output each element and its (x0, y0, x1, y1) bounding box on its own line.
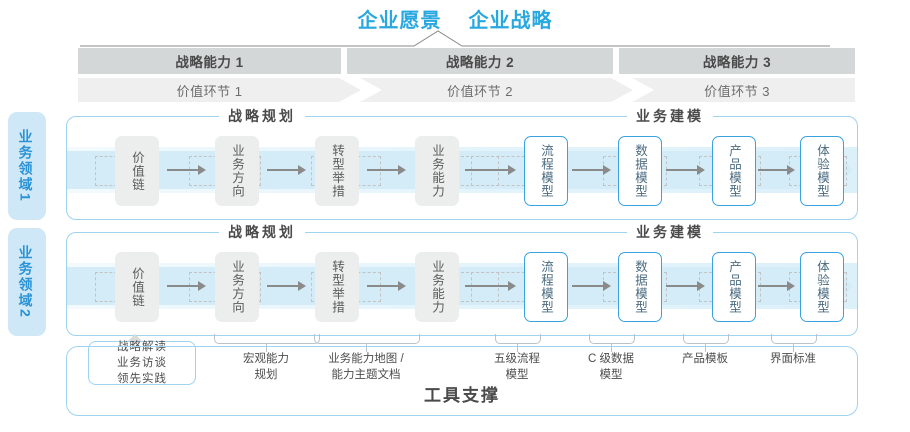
capability-label-3: 战略能力 3 (702, 55, 772, 70)
row1-arrow-5 (572, 165, 612, 175)
tool-support-container: 工具支撑 (66, 346, 858, 416)
readbox-line-2: 业务访谈 (117, 356, 167, 369)
tool-label-capability-map: 业务能力地图 / 能力主题文档 (310, 352, 422, 383)
brace-data-model (589, 334, 635, 344)
node-transformation-measures-2[interactable]: 转型举措 (315, 252, 359, 322)
capability-bar-2[interactable]: 战略能力 2 (347, 48, 613, 74)
value-chain-label-1: 价值环节 1 (176, 83, 243, 99)
tool-label-product-template-l1: 产品模板 (682, 353, 728, 365)
title-connector-line (80, 30, 830, 47)
node-business-capability-1[interactable]: 业务能力 (415, 136, 459, 206)
brace-macro-capability (214, 334, 320, 344)
value-chain-1[interactable]: 价值环节 1 (78, 78, 341, 102)
enterprise-strategy-title: 企业战略 (468, 10, 553, 32)
row1-arrow-6 (666, 165, 706, 175)
tool-label-macro-capability-l2: 规划 (254, 368, 278, 381)
top-titles: 企业愿景 企业战略 (0, 4, 910, 33)
tool-label-macro-capability: 宏观能力 规划 (216, 352, 316, 383)
business-domain-2-label: 业务领域2 (17, 245, 34, 319)
sidebar-item-business-domain-2[interactable]: 业务领域2 (8, 228, 46, 336)
node-transformation-measures-1[interactable]: 转型举措 (315, 136, 359, 206)
brace-stem-1 (266, 343, 267, 352)
domain-row-2: 战略规划 业务建模 价值链 业务方向 转型举措 业务能力 流程模型 数据模型 产… (66, 222, 858, 336)
node-process-model-1[interactable]: 流程模型 (524, 136, 568, 206)
row2-arrow-7 (758, 281, 796, 291)
node-process-model-2[interactable]: 流程模型 (524, 252, 568, 322)
sidebar-item-business-domain-1[interactable]: 业务领域1 (8, 112, 46, 220)
capability-bar-3[interactable]: 战略能力 3 (619, 48, 855, 74)
capability-label-2: 战略能力 2 (445, 55, 515, 70)
section-title-modeling-1: 业务建模 (627, 106, 713, 126)
node-experience-model-1[interactable]: 体验模型 (800, 136, 844, 206)
readbox-line-3: 领先实践 (117, 373, 167, 386)
node-product-model-1[interactable]: 产品模型 (712, 136, 756, 206)
strategy-interpretation-box[interactable]: 战略解读 业务访谈 领先实践 (88, 341, 196, 385)
row1-arrow-1 (167, 165, 207, 175)
row2-arrow-5 (572, 281, 612, 291)
node-business-direction-2[interactable]: 业务方向 (215, 252, 259, 322)
row2-arrow-3 (367, 281, 407, 291)
value-chain-3[interactable]: 价值环节 3 (619, 78, 855, 102)
domain-row-1: 战略规划 业务建模 价值链 业务方向 转型举措 业务能力 流程模型 数据模型 产… (66, 106, 858, 220)
brace-stem-4 (611, 343, 612, 352)
node-product-model-2[interactable]: 产品模型 (712, 252, 756, 322)
brace-stem-2 (366, 343, 367, 352)
row1-arrow-4 (465, 165, 517, 175)
tool-support-title: 工具支撑 (424, 386, 500, 405)
tool-label-ui-standard: 界面标准 (748, 352, 838, 368)
section-title-planning-2: 战略规划 (219, 222, 305, 242)
brace-stem-3 (517, 343, 518, 352)
business-domain-1-label: 业务领域1 (17, 129, 34, 203)
tool-label-capability-map-l1: 业务能力地图 / (328, 353, 404, 365)
brace-capability-map (314, 334, 420, 344)
node-business-direction-1[interactable]: 业务方向 (215, 136, 259, 206)
tool-label-macro-capability-l1: 宏观能力 (243, 353, 289, 365)
node-value-chain-1[interactable]: 价值链 (115, 136, 159, 206)
tool-label-data-model: C 级数据 模型 (566, 352, 656, 383)
node-experience-model-2[interactable]: 体验模型 (800, 252, 844, 322)
brace-stem-6 (793, 343, 794, 352)
tool-label-process-model-l2: 模型 (505, 368, 529, 381)
value-chain-label-2: 价值环节 2 (447, 83, 513, 99)
row2-arrow-6 (666, 281, 706, 291)
node-data-model-1[interactable]: 数据模型 (618, 136, 662, 206)
tool-label-product-template: 产品模板 (660, 352, 750, 368)
capability-bar-1[interactable]: 战略能力 1 (78, 48, 341, 74)
brace-process-model (495, 334, 541, 344)
node-value-chain-2[interactable]: 价值链 (115, 252, 159, 322)
node-business-capability-2[interactable]: 业务能力 (415, 252, 459, 322)
tool-label-process-model-l1: 五级流程 (494, 353, 540, 365)
section-title-modeling-2: 业务建模 (627, 222, 713, 242)
row1-arrow-7 (758, 165, 796, 175)
row2-arrow-2 (267, 281, 307, 291)
brace-stem-5 (705, 343, 706, 352)
capability-label-1: 战略能力 1 (175, 55, 244, 70)
value-chain-label-3: 价值环节 3 (704, 83, 770, 99)
row1-arrow-3 (367, 165, 407, 175)
row2-arrow-4 (465, 281, 517, 291)
section-title-planning-1: 战略规划 (219, 106, 305, 126)
enterprise-vision-title: 企业愿景 (357, 10, 442, 32)
node-data-model-2[interactable]: 数据模型 (618, 252, 662, 322)
value-chain-strip (78, 78, 855, 102)
value-chain-2[interactable]: 价值环节 2 (347, 78, 613, 102)
row2-arrow-1 (167, 281, 207, 291)
row1-arrow-2 (267, 165, 307, 175)
tool-label-capability-map-l2: 能力主题文档 (331, 368, 401, 381)
tool-label-data-model-l1: C 级数据 (588, 353, 634, 365)
brace-ui-standard (771, 334, 817, 344)
tool-label-process-model: 五级流程 模型 (472, 352, 562, 383)
tool-label-data-model-l2: 模型 (599, 368, 623, 381)
tool-label-ui-standard-l1: 界面标准 (770, 353, 816, 365)
value-chain-chevron-dividers (339, 78, 654, 102)
brace-product-template (683, 334, 729, 344)
